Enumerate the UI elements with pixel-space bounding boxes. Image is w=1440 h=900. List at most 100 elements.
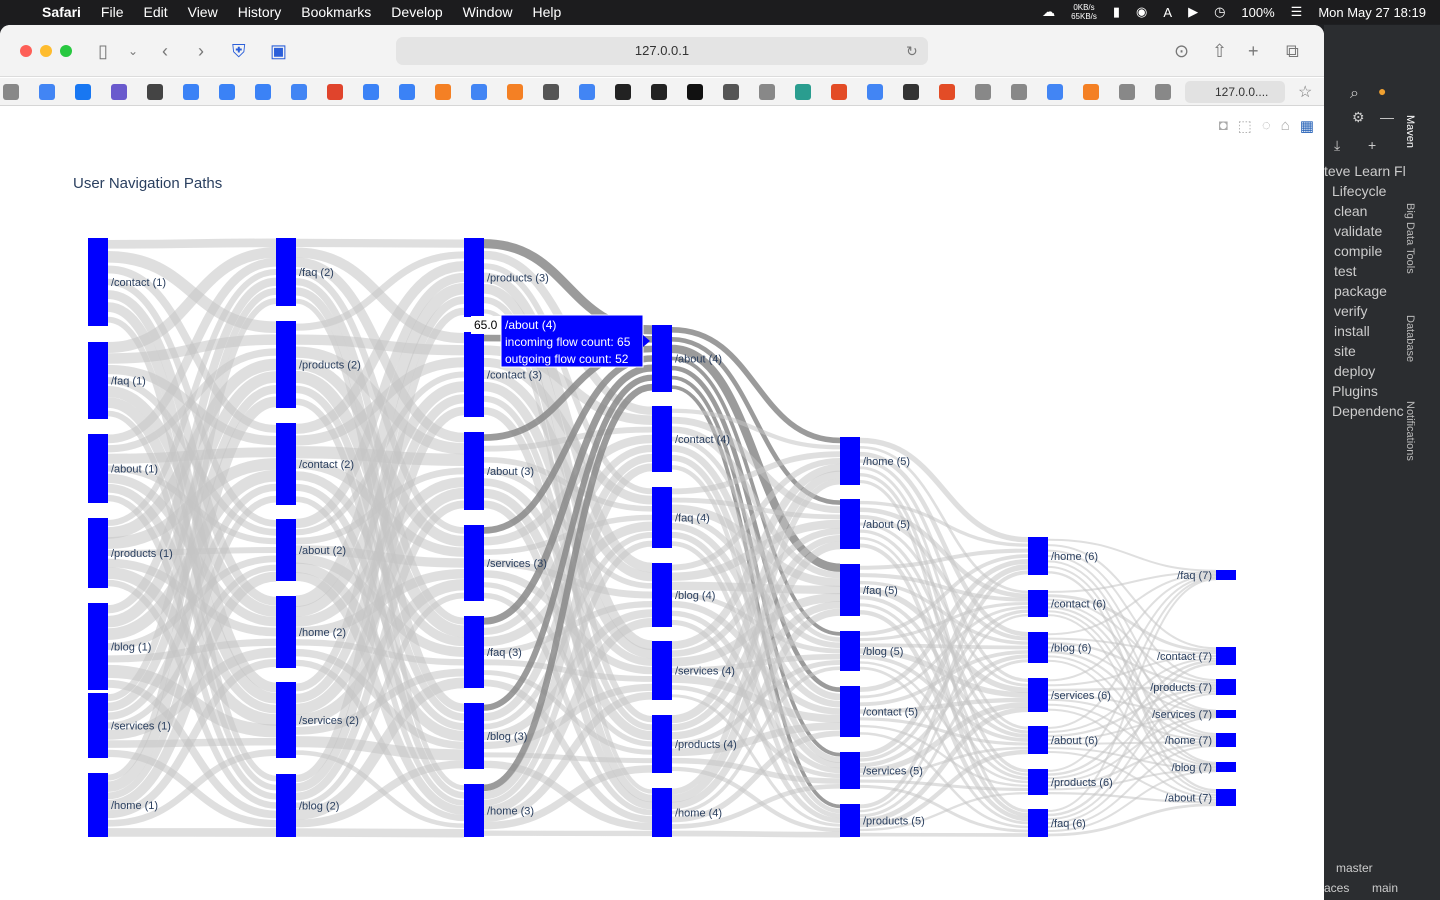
sankey-link[interactable] — [107, 571, 277, 811]
favorite-icon[interactable] — [1083, 84, 1099, 100]
favorite-icon[interactable] — [1047, 84, 1063, 100]
sankey-node[interactable] — [464, 616, 484, 688]
sankey-node[interactable] — [1216, 710, 1236, 718]
clock-icon[interactable]: ◷ — [1214, 4, 1226, 19]
sankey-node[interactable] — [88, 238, 108, 326]
sankey-link[interactable] — [671, 608, 841, 810]
sankey-link[interactable] — [859, 437, 1029, 543]
sankey-link[interactable] — [859, 697, 1029, 714]
sankey-link[interactable] — [671, 436, 841, 642]
sankey-link[interactable] — [483, 463, 653, 800]
favorite-icon[interactable] — [471, 84, 487, 100]
sankey-link[interactable] — [859, 666, 1029, 825]
sankey-node[interactable] — [652, 563, 672, 627]
sankey-link[interactable] — [859, 613, 1029, 813]
sankey-link[interactable] — [483, 468, 653, 589]
sankey-link[interactable] — [1047, 803, 1217, 837]
favorite-icon[interactable] — [579, 84, 595, 100]
sankey-node[interactable] — [652, 406, 672, 472]
sankey-link[interactable] — [859, 707, 1029, 823]
sankey-node[interactable] — [464, 525, 484, 601]
sankey-link[interactable] — [1047, 745, 1217, 828]
sankey-link[interactable] — [1047, 659, 1217, 776]
sankey-link[interactable] — [1047, 655, 1217, 687]
sankey-link[interactable] — [1047, 641, 1217, 686]
sankey-node[interactable] — [276, 519, 296, 581]
sankey-link[interactable] — [671, 600, 841, 715]
sankey-node[interactable] — [276, 321, 296, 408]
sankey-link[interactable] — [107, 247, 277, 353]
maven-goal-compile[interactable]: compile — [1334, 243, 1383, 259]
sankey-link[interactable] — [107, 658, 277, 819]
sankey-node[interactable] — [1216, 789, 1236, 806]
notifications-tab[interactable]: Notifications — [1404, 401, 1416, 461]
shield-icon[interactable]: ⛨ — [232, 41, 246, 61]
sankey-link[interactable] — [295, 283, 465, 607]
sankey-link[interactable] — [671, 514, 841, 649]
sankey-node[interactable] — [464, 784, 484, 837]
sankey-link[interactable] — [295, 828, 465, 838]
sankey-link[interactable] — [859, 514, 1029, 641]
favorite-icon[interactable] — [111, 84, 127, 100]
reload-icon[interactable]: ↻ — [906, 43, 918, 59]
menu-develop[interactable]: Develop — [391, 4, 443, 20]
sankey-node[interactable] — [276, 423, 296, 505]
camera-icon[interactable]: ◘ — [1218, 117, 1228, 134]
sankey-link[interactable] — [107, 396, 277, 792]
sankey-link[interactable] — [483, 618, 653, 815]
sankey-link[interactable] — [1047, 572, 1217, 636]
battery-label[interactable]: 100% — [1241, 4, 1275, 20]
sankey-node[interactable] — [464, 238, 484, 317]
zoom-window-button[interactable] — [60, 45, 72, 57]
address-bar[interactable]: 127.0.0.1 — [396, 37, 928, 65]
sankey-node[interactable] — [652, 641, 672, 700]
sankey-link[interactable] — [483, 540, 653, 806]
sankey-link[interactable] — [1047, 792, 1217, 804]
sankey-link[interactable] — [1047, 555, 1217, 712]
sankey-link[interactable] — [671, 730, 841, 823]
sankey-node[interactable] — [276, 682, 296, 758]
sankey-link[interactable] — [107, 749, 277, 827]
forward-icon[interactable]: › — [198, 41, 204, 61]
sankey-link[interactable] — [295, 251, 465, 331]
sankey-link[interactable] — [483, 381, 653, 659]
sankey-link[interactable] — [1047, 741, 1217, 745]
sankey-link[interactable] — [483, 374, 653, 711]
sankey-node[interactable] — [840, 564, 860, 616]
sankey-link[interactable] — [295, 677, 465, 820]
datetime[interactable]: Mon May 27 18:19 — [1318, 4, 1426, 20]
sankey-node[interactable] — [652, 788, 672, 837]
search-icon[interactable]: ⌕ — [1350, 85, 1359, 102]
sankey-link[interactable] — [1047, 685, 1217, 692]
favorite-icon[interactable] — [75, 84, 91, 100]
favorite-icon[interactable] — [687, 84, 703, 100]
sankey-node[interactable] — [88, 603, 108, 690]
sankey-link[interactable] — [671, 416, 841, 514]
favorite-icon[interactable] — [39, 84, 55, 100]
favorite-icon[interactable] — [291, 84, 307, 100]
input-method-icon[interactable]: A — [1163, 4, 1173, 20]
tab-overview-icon[interactable]: ⧉ — [1286, 41, 1299, 61]
favorite-icon[interactable] — [615, 84, 631, 100]
sankey-link[interactable] — [859, 587, 1029, 693]
favorite-icon[interactable] — [147, 84, 163, 100]
sankey-link[interactable] — [107, 298, 277, 781]
sankey-link[interactable] — [1047, 692, 1217, 820]
sankey-node[interactable] — [1028, 769, 1048, 795]
sankey-node[interactable] — [1216, 570, 1236, 580]
sankey-link[interactable] — [859, 529, 1029, 734]
menu-edit[interactable]: Edit — [143, 4, 168, 20]
sankey-link[interactable] — [671, 784, 841, 829]
sankey-link[interactable] — [671, 531, 841, 769]
sankey-link[interactable] — [1047, 538, 1217, 572]
favorite-icon[interactable] — [183, 84, 199, 100]
sankey-link[interactable] — [671, 694, 841, 827]
sankey-node[interactable] — [1028, 726, 1048, 754]
sankey-node[interactable] — [652, 715, 672, 773]
sankey-link[interactable] — [295, 307, 465, 783]
sankey-link[interactable] — [859, 500, 1029, 547]
back-icon[interactable]: ‹ — [162, 41, 168, 61]
favorite-icon[interactable] — [543, 84, 559, 100]
sankey-link[interactable] — [1047, 646, 1217, 714]
favorite-icon[interactable] — [975, 84, 991, 100]
